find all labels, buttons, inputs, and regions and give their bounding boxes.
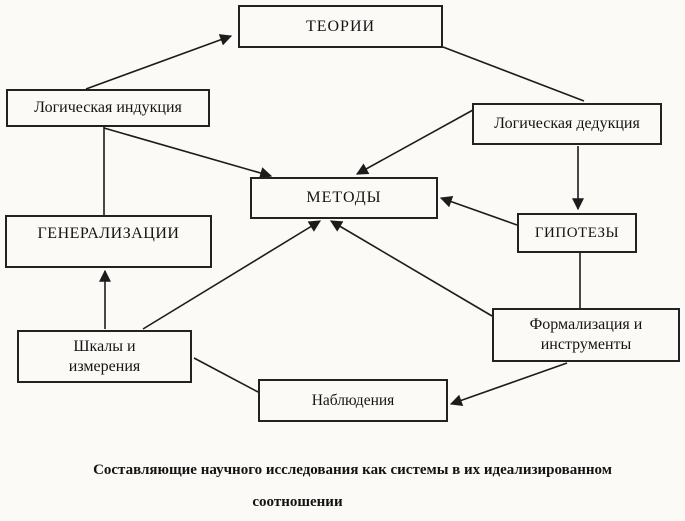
figure-caption-line2: соотношении [252,494,343,510]
node-hypotheses: ГИПОТЕЗЫ [517,213,637,253]
node-scales-line2: измерения [68,357,141,375]
edge-hypotheses-to-methods [439,195,518,226]
figure-caption-line1: Составляющие научного исследования как с… [93,462,612,478]
node-generalizations-label: ГЕНЕРАЛИЗАЦИИ [37,225,180,242]
node-scales: Шкалы и измерения [17,330,192,383]
node-generalizations: ГЕНЕРАЛИЗАЦИИ [5,215,212,268]
edge-logical-deduction-to-methods [355,109,474,175]
node-logical-deduction-label: Логическая дедукция [494,115,640,132]
node-observations-label: Наблюдения [311,391,395,409]
node-scales-label: Шкалы и измерения [69,337,140,377]
node-formalization-line2: инструменты [540,336,632,353]
node-methods: МЕТОДЫ [250,177,438,219]
edge-formalization-to-observations [449,362,568,407]
node-methods-label: МЕТОДЫ [306,189,382,206]
node-formalization: Формализация и инструменты [492,308,680,362]
node-hypotheses-label: ГИПОТЕЗЫ [534,224,620,241]
node-logical-deduction: Логическая дедукция [472,103,662,145]
edge-logical-induction-to-theories [85,34,233,90]
node-logical-induction: Логическая индукция [6,89,210,127]
edge-logical-induction-to-methods [103,127,273,179]
node-formalization-label: Формализация и инструменты [530,315,643,355]
node-observations: Наблюдения [258,379,448,422]
node-theories: ТЕОРИИ [238,5,443,48]
edge-theories-to-logical-deduction [442,46,585,102]
node-theories-label: ТЕОРИИ [305,17,376,35]
node-logical-induction-label: Логическая индукция [34,99,182,116]
node-scales-line1: Шкалы и [73,337,136,355]
edge-formalization-to-methods [329,220,493,317]
node-formalization-line1: Формализация и [529,316,643,333]
edge-scales-to-observations [193,357,259,393]
